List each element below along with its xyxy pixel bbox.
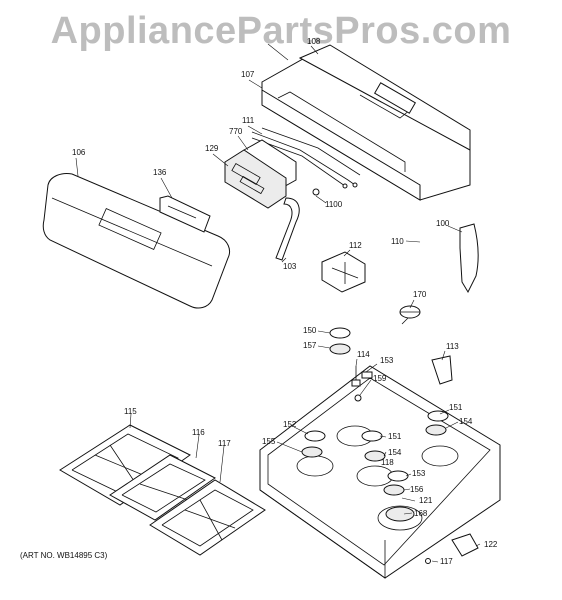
callout-100: 100: [436, 219, 450, 228]
callout-110: 112: [349, 241, 362, 250]
burner-heads: [301, 327, 449, 522]
callout-122: 121: [419, 496, 433, 505]
callout-155-a: 154: [459, 417, 473, 426]
callout-1100: 1100: [325, 200, 343, 209]
callout-121: 118: [381, 458, 394, 467]
callout-156: 155: [262, 437, 276, 446]
igniter-parts: [351, 355, 453, 402]
overlay-136: [159, 195, 211, 233]
callout-159: 157: [303, 341, 317, 350]
callout-labels: 106 107 108 111 770 129 136 1100 100 110…: [72, 37, 498, 566]
control-panel-trim: [42, 173, 231, 309]
callout-151-a: 151: [449, 403, 463, 412]
callout-104: 106: [72, 148, 86, 157]
callout-108: 110: [391, 237, 404, 246]
callout-153: 153: [412, 469, 426, 478]
burner-grates: [59, 424, 266, 556]
callout-113: 115: [124, 407, 137, 416]
callout-170: 170: [413, 290, 427, 299]
callout-129: 129: [205, 144, 219, 153]
callout-169: 168: [414, 509, 428, 518]
callout-106: 107: [241, 70, 255, 79]
callout-154: 153: [380, 356, 394, 365]
screw-1100: [312, 188, 320, 196]
callout-168: 159: [373, 374, 387, 383]
knob: [399, 305, 421, 325]
callout-115: 116: [192, 428, 205, 437]
watermark-logo: AppliancePartsPros.com: [50, 10, 512, 52]
callout-136: 136: [153, 168, 167, 177]
callout-770: 770: [229, 127, 243, 136]
callout-111: 111: [242, 116, 255, 125]
callout-103: 103: [283, 262, 297, 271]
spark-module: [321, 251, 366, 293]
control-board: [224, 139, 297, 209]
callout-116: 117: [218, 439, 231, 448]
callout-157: 156: [410, 485, 424, 494]
callout-151-b: 151: [388, 432, 402, 441]
leader-lines: [75, 43, 481, 563]
backsplash-rear-panel: [261, 44, 471, 201]
leveling-foot: [425, 533, 479, 564]
callout-107: 108: [307, 37, 321, 46]
callout-117: 117: [440, 557, 453, 566]
callout-118: 122: [484, 540, 498, 549]
callout-150: 150: [303, 326, 317, 335]
callout-155-b: 154: [388, 448, 402, 457]
harness-bracket: [275, 197, 300, 261]
art-number: (ART NO. WB14895 C3): [20, 551, 108, 560]
end-cap: [459, 223, 479, 294]
callout-112: 113: [446, 342, 459, 351]
callout-152: 152: [283, 420, 297, 429]
callout-114: 114: [357, 350, 370, 359]
